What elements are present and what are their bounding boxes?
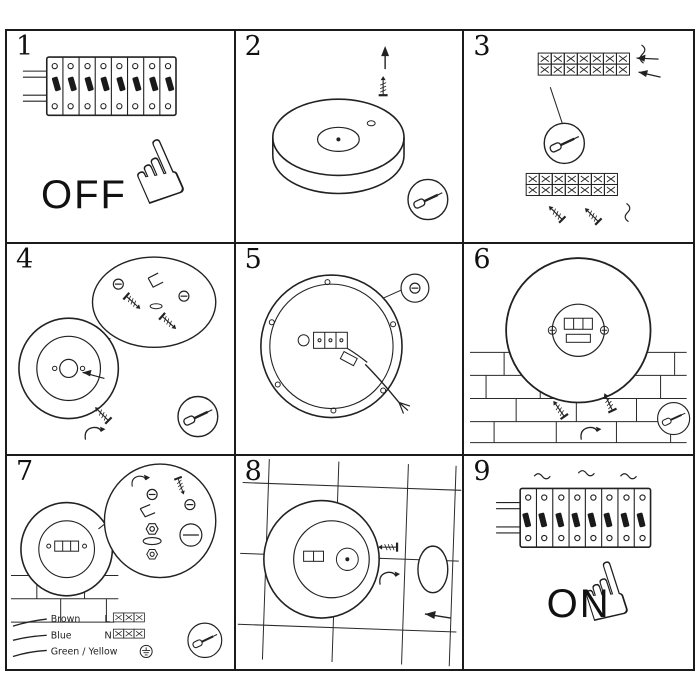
terminal-label-live: L — [104, 614, 110, 625]
hand-pointing-icon: ☝ — [115, 120, 199, 228]
panel-number: 8 — [244, 456, 262, 488]
panel-number: 2 — [244, 31, 262, 62]
wire-label-green-yellow: Green / Yellow — [51, 647, 118, 658]
panel-7: 7 — [7, 456, 236, 669]
panel-number: 9 — [473, 456, 491, 488]
arrow-left-icon — [424, 611, 451, 620]
breaker-panel — [495, 470, 652, 549]
wire-label-blue: Blue — [51, 631, 72, 642]
off-label: OFF — [41, 172, 127, 217]
fixture-base-mounted — [18, 317, 120, 420]
panel-9-illustration: ☝ — [495, 470, 652, 644]
instruction-grid: 1 ☝ OFF 2 — [5, 29, 695, 671]
panel-3-illustration — [526, 44, 662, 226]
breaker-panel — [22, 56, 177, 117]
panel-number: 6 — [473, 243, 491, 275]
leader-line — [550, 87, 564, 124]
washer-icon — [142, 537, 162, 546]
panel-1-illustration: ☝ — [22, 56, 199, 228]
panel-9: 9 ☝ ON — [464, 456, 693, 669]
screwdriver-detail-icon — [186, 622, 223, 659]
screwdriver-detail-icon — [543, 122, 586, 165]
screw-icon — [376, 541, 398, 554]
hardware-detail-bubble — [91, 255, 217, 348]
hook-screw-icon — [624, 203, 631, 223]
screw-icon — [377, 75, 389, 97]
panel-number: 5 — [244, 243, 262, 275]
clip-icon — [139, 504, 156, 518]
panel-5: 5 — [235, 243, 465, 457]
clip-icon — [147, 272, 164, 288]
fixture-base-drum — [271, 98, 405, 195]
arrow-up-icon — [380, 46, 389, 70]
terminal-block-icon — [112, 629, 145, 639]
panel-6: 6 — [464, 243, 693, 457]
panel-4-illustration — [18, 255, 219, 440]
washer-icon — [149, 302, 163, 309]
fixture-open-wiring — [259, 273, 403, 419]
power-cord-plug — [364, 363, 410, 414]
panel-1: 1 ☝ OFF — [7, 31, 236, 244]
motion-mark-icon — [533, 473, 552, 480]
panel-number: 1 — [16, 31, 34, 62]
screwdriver-detail-icon — [656, 401, 691, 436]
terminal-label-neutral: N — [104, 631, 111, 642]
wiring-diagram: Brown Blue Green / Yellow L N — [12, 612, 153, 659]
panel-2-illustration — [271, 46, 449, 221]
terminal-strip-bottom — [526, 172, 631, 226]
screwdriver-detail-icon — [176, 394, 219, 438]
panel-number: 7 — [16, 456, 34, 488]
panel-8: 8 — [235, 456, 465, 669]
cable-grommet-detail — [382, 273, 430, 303]
terminal-strip-top — [538, 44, 662, 78]
hook-screw-icon — [639, 44, 646, 64]
on-label: ON — [546, 582, 611, 626]
panel-number: 4 — [16, 243, 34, 275]
earth-ground-icon — [139, 645, 153, 659]
panel-number: 3 — [473, 31, 491, 62]
motion-mark-icon — [578, 470, 596, 477]
panel-4: 4 — [7, 243, 236, 457]
hardware-detail-bubble — [103, 463, 217, 579]
panel-8-illustration — [237, 459, 461, 667]
wire-label-brown: Brown — [51, 614, 81, 625]
panel-7-illustration: Brown Blue Green / Yellow L N — [10, 463, 223, 659]
turn-arrow-icon — [580, 425, 603, 440]
panel-2: 2 — [235, 31, 465, 244]
fixture-on-wall — [505, 256, 652, 404]
panel-6-illustration — [470, 256, 691, 443]
screwdriver-detail-icon — [406, 178, 449, 221]
fixture-with-bracket — [262, 500, 380, 620]
fixture-on-wall — [20, 502, 114, 597]
motion-mark-icon — [620, 473, 638, 480]
turn-arrow-icon — [378, 571, 401, 586]
cover-oval — [416, 545, 449, 594]
panel-3: 3 — [464, 31, 693, 244]
turn-arrow-icon — [84, 425, 107, 440]
panel-5-illustration — [259, 273, 430, 419]
terminal-block-icon — [112, 612, 145, 623]
